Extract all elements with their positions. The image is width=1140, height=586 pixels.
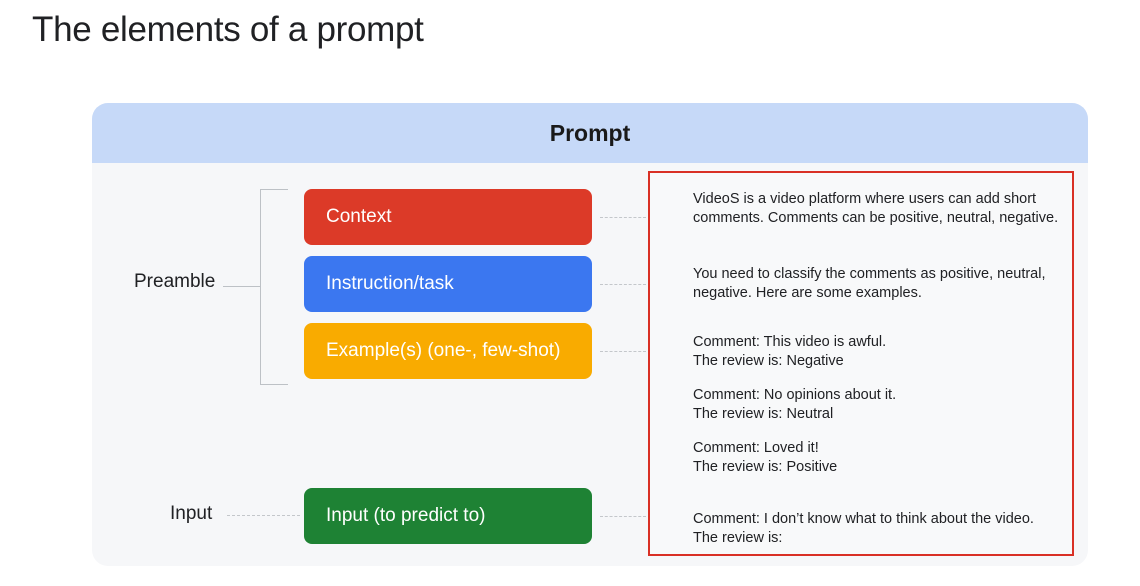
preamble-bracket-stem	[223, 286, 261, 287]
prompt-examples-list: Comment: This video is awful. The review…	[693, 332, 896, 477]
category-box-example-label: Example(s) (one-, few-shot)	[326, 340, 561, 361]
page-title: The elements of a prompt	[32, 10, 424, 49]
prompt-diagram-container: Prompt Preamble Input Context Instructio…	[92, 103, 1088, 566]
prompt-text-instruction: You need to classify the comments as pos…	[693, 266, 1046, 301]
category-box-context[interactable]: Context	[304, 189, 592, 245]
connector-input	[600, 516, 646, 517]
prompt-block-examples: Comment: This video is awful. The review…	[662, 332, 1060, 489]
connector-example	[600, 351, 646, 352]
prompt-header-label: Prompt	[549, 119, 631, 146]
input-label-connector	[227, 515, 300, 516]
prompt-text-context: VideoS is a video platform where users c…	[693, 191, 1059, 226]
input-label: Input	[170, 503, 213, 524]
prompt-example-item: Comment: No opinions about it. The revie…	[693, 387, 897, 422]
preamble-label: Preamble	[134, 271, 216, 292]
connector-context	[600, 217, 646, 218]
prompt-block-instruction: You need to classify the comments as pos…	[662, 264, 1060, 320]
prompt-header-band: Prompt	[92, 103, 1088, 163]
preamble-bracket	[260, 189, 288, 385]
prompt-example-item: Comment: Loved it! The review is: Positi…	[693, 440, 838, 475]
example-prompt-panel: VideoS is a video platform where users c…	[648, 171, 1074, 556]
category-box-context-label: Context	[326, 206, 392, 227]
prompt-example-item: Comment: This video is awful. The review…	[693, 334, 887, 369]
prompt-block-input: Comment: I don’t know what to think abou…	[662, 509, 1060, 561]
prompt-text-input: Comment: I don’t know what to think abou…	[693, 511, 1034, 546]
category-box-instruction[interactable]: Instruction/task	[304, 256, 592, 312]
prompt-block-context: VideoS is a video platform where users c…	[662, 189, 1060, 250]
category-box-input-label: Input (to predict to)	[326, 505, 486, 526]
category-box-example[interactable]: Example(s) (one-, few-shot)	[304, 323, 592, 379]
category-box-input[interactable]: Input (to predict to)	[304, 488, 592, 544]
category-box-instruction-label: Instruction/task	[326, 273, 454, 294]
connector-instruction	[600, 284, 646, 285]
